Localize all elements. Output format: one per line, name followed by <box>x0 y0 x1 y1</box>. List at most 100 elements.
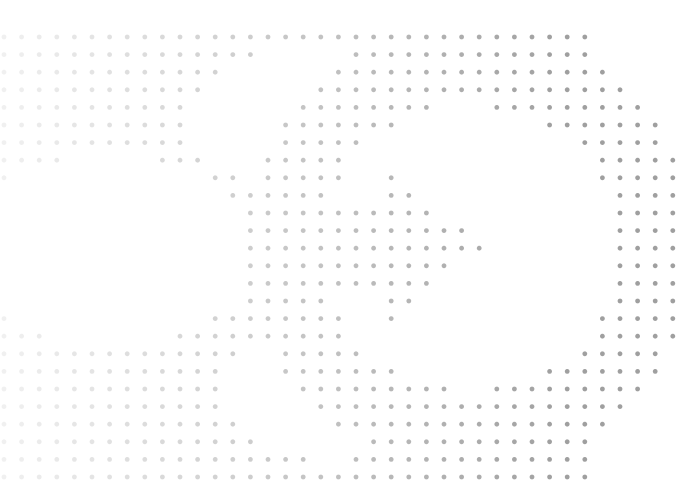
pattern-dot <box>670 298 676 304</box>
pattern-dot <box>547 439 552 445</box>
pattern-dot <box>177 457 183 462</box>
pattern-dot <box>283 122 288 128</box>
pattern-dot <box>72 404 77 409</box>
pattern-dot <box>635 122 640 128</box>
pattern-dot <box>89 122 95 128</box>
pattern-dot <box>72 34 77 40</box>
pattern-dot <box>582 457 588 462</box>
pattern-dot <box>195 369 201 374</box>
pattern-dot <box>300 228 306 234</box>
pattern-dot <box>564 122 570 128</box>
pattern-dot <box>283 369 288 374</box>
pattern-dot <box>547 421 552 427</box>
pattern-dot <box>265 263 271 269</box>
pattern-dot <box>1 140 7 146</box>
pattern-dot <box>635 369 640 374</box>
pattern-dot <box>300 140 306 146</box>
pattern-dot <box>248 210 253 216</box>
pattern-dot <box>582 386 588 392</box>
pattern-dot <box>512 404 517 409</box>
pattern-dot <box>54 157 60 163</box>
pattern-dot <box>265 193 271 198</box>
pattern-dot <box>512 105 517 110</box>
pattern-dot <box>265 228 271 234</box>
pattern-dot <box>19 52 24 57</box>
pattern-dot <box>406 105 412 110</box>
pattern-dot <box>424 105 429 110</box>
pattern-dot <box>459 404 464 409</box>
pattern-dot <box>406 69 412 75</box>
pattern-dot <box>1 52 7 57</box>
pattern-dot <box>54 140 60 146</box>
pattern-dot <box>617 281 623 286</box>
pattern-dot <box>600 316 605 321</box>
pattern-dot <box>318 210 324 216</box>
pattern-dot <box>72 369 77 374</box>
pattern-dot <box>388 210 394 216</box>
pattern-dot <box>564 457 570 462</box>
pattern-dot <box>19 404 24 409</box>
pattern-dot <box>142 122 148 128</box>
pattern-dot <box>424 421 429 427</box>
pattern-dot <box>371 52 376 57</box>
pattern-dot <box>617 404 623 409</box>
pattern-dot <box>336 34 341 40</box>
pattern-dot <box>195 52 201 57</box>
pattern-dot <box>336 175 341 181</box>
pattern-dot <box>635 281 640 286</box>
pattern-dot <box>388 404 394 409</box>
pattern-dot <box>494 386 500 392</box>
pattern-dot <box>265 157 271 163</box>
pattern-dot <box>635 193 640 198</box>
pattern-dot <box>353 404 359 409</box>
pattern-dot <box>336 316 341 321</box>
pattern-dot <box>212 316 218 321</box>
pattern-dot <box>476 439 482 445</box>
pattern-dot <box>652 333 658 339</box>
pattern-dot <box>318 474 324 480</box>
pattern-dot <box>336 105 341 110</box>
pattern-dot <box>652 122 658 128</box>
pattern-dot <box>195 351 201 357</box>
pattern-dot <box>371 281 376 286</box>
pattern-dot <box>318 157 324 163</box>
pattern-dot <box>670 210 676 216</box>
pattern-dot <box>652 245 658 251</box>
pattern-dot <box>212 386 218 392</box>
pattern-dot <box>177 421 183 427</box>
pattern-dot <box>600 69 605 75</box>
pattern-dot <box>459 52 464 57</box>
pattern-dot <box>353 457 359 462</box>
pattern-dot <box>494 69 500 75</box>
pattern-dot <box>371 439 376 445</box>
pattern-dot <box>1 457 7 462</box>
pattern-dot <box>1 316 7 321</box>
pattern-dot <box>1 404 7 409</box>
pattern-dot <box>600 105 605 110</box>
pattern-dot <box>670 175 676 181</box>
pattern-dot <box>318 263 324 269</box>
pattern-dot <box>283 263 288 269</box>
pattern-dot <box>336 369 341 374</box>
pattern-dot <box>318 245 324 251</box>
pattern-dot <box>617 157 623 163</box>
pattern-dot <box>36 404 42 409</box>
pattern-dot <box>160 105 165 110</box>
pattern-dot <box>36 87 42 93</box>
pattern-dot <box>177 69 183 75</box>
pattern-dot <box>54 351 60 357</box>
pattern-dot <box>388 474 394 480</box>
pattern-dot <box>248 281 253 286</box>
pattern-dot <box>1 439 7 445</box>
pattern-dot <box>600 333 605 339</box>
pattern-dot <box>336 210 341 216</box>
pattern-dot <box>564 52 570 57</box>
pattern-dot <box>89 386 95 392</box>
pattern-dot <box>1 351 7 357</box>
pattern-dot <box>529 52 535 57</box>
pattern-dot <box>160 157 165 163</box>
pattern-dot <box>107 87 112 93</box>
pattern-dot <box>107 386 112 392</box>
pattern-dot <box>617 210 623 216</box>
pattern-dot <box>476 421 482 427</box>
